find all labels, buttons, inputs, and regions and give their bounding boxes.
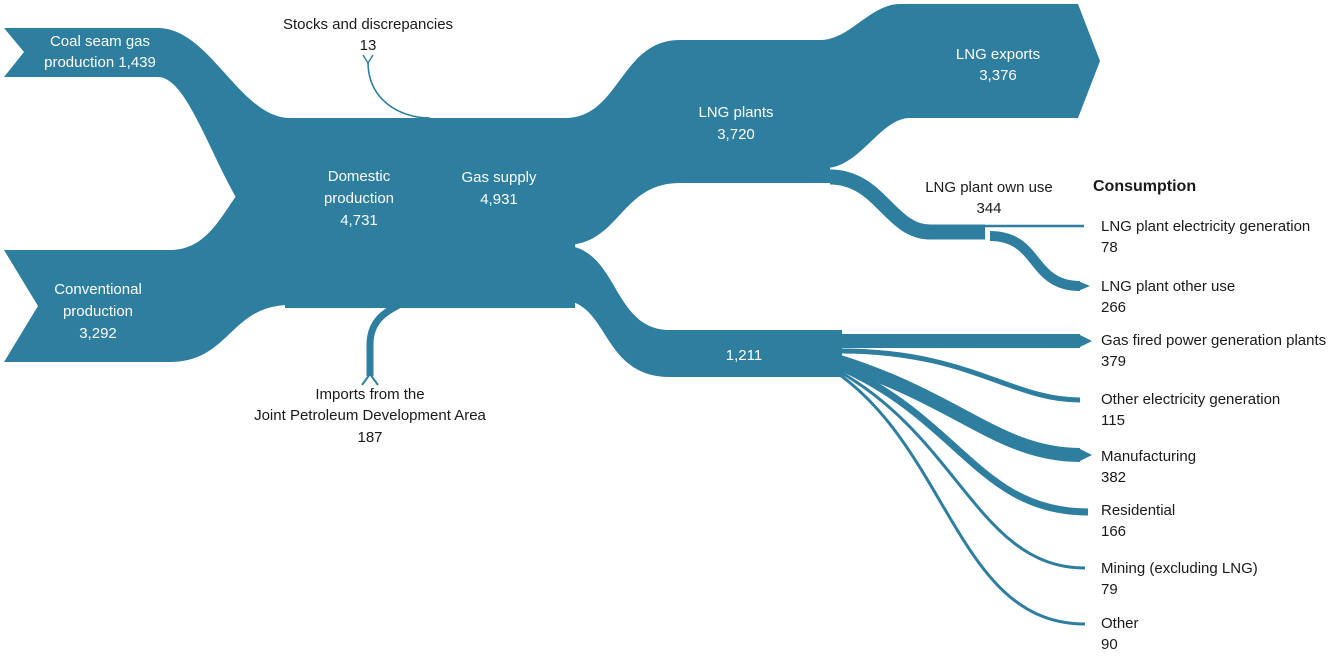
conventional-label-line1: Conventional xyxy=(54,281,142,298)
domestic-consumption-value: 1,211 xyxy=(726,347,762,364)
conventional-value: 3,292 xyxy=(79,325,117,342)
lng-own-use-value: 344 xyxy=(976,200,1001,217)
consumption-label-other: Other xyxy=(1101,615,1139,632)
consumption-heading: Consumption xyxy=(1093,178,1196,195)
lng-exports-value: 3,376 xyxy=(979,67,1017,84)
gas-supply-value: 4,931 xyxy=(480,191,518,208)
lng-other-use-flow xyxy=(989,231,1081,291)
gas-supply-trunk xyxy=(285,118,575,308)
lng-plants-value: 3,720 xyxy=(717,126,755,143)
consumption-label-gas-power: Gas fired power generation plants xyxy=(1101,332,1326,349)
consumption-label-residential: Residential xyxy=(1101,502,1175,519)
imports-flow-line xyxy=(366,282,442,376)
lng-own-use-band xyxy=(829,169,985,240)
imports-label-line2: Joint Petroleum Development Area xyxy=(254,407,486,424)
gas-supply-label: Gas supply xyxy=(461,169,537,186)
imports-value: 187 xyxy=(357,429,382,446)
lng-exports-band xyxy=(820,4,1100,168)
consumption-value-residential: 166 xyxy=(1101,523,1126,540)
stocks-label: Stocks and discrepancies xyxy=(283,16,453,33)
gas-power-arrow-icon xyxy=(1078,334,1092,348)
consumption-label-other-elec: Other electricity generation xyxy=(1101,391,1280,408)
consumption-value-lng-elec: 78 xyxy=(1101,239,1118,256)
lng-plants-label: LNG plants xyxy=(698,104,773,121)
coal-seam-gas-band xyxy=(4,28,290,245)
residential-flow xyxy=(838,363,1089,516)
other-elec-flow xyxy=(839,348,1081,403)
domestic-production-value: 4,731 xyxy=(340,212,378,229)
manufacturing-arrow-icon xyxy=(1078,448,1092,462)
flow-labels: Coal seam gas production 1,439 Conventio… xyxy=(44,33,1040,364)
minor-inflows xyxy=(361,54,442,386)
imports-arrow-icon xyxy=(361,372,379,386)
lng-exports-label: LNG exports xyxy=(956,46,1040,63)
consumption-value-mining: 79 xyxy=(1101,581,1118,598)
consumption-label-mining: Mining (excluding LNG) xyxy=(1101,560,1258,577)
domestic-consumption-band xyxy=(560,245,842,377)
lng-other-use-arrow-icon xyxy=(1078,281,1090,291)
consumption-value-lng-other: 266 xyxy=(1101,299,1126,316)
coal-seam-label-line2: production 1,439 xyxy=(44,54,156,71)
consumption-value-gas-power: 379 xyxy=(1101,353,1126,370)
lng-own-use-label: LNG plant own use xyxy=(925,179,1053,196)
consumption-value-other-elec: 115 xyxy=(1101,412,1125,429)
consumption-label-lng-other: LNG plant other use xyxy=(1101,278,1235,295)
mining-flow xyxy=(839,370,1086,570)
imports-label-line1: Imports from the xyxy=(315,386,424,403)
stocks-value: 13 xyxy=(360,37,377,54)
side-labels: Stocks and discrepancies 13 Imports from… xyxy=(254,16,1326,653)
manufacturing-flow xyxy=(837,355,1081,462)
coal-seam-label-line1: Coal seam gas xyxy=(50,33,150,50)
stocks-arrow-icon xyxy=(362,54,374,65)
other-flow xyxy=(839,373,1086,626)
conventional-production-band xyxy=(4,160,290,362)
stocks-flow-line xyxy=(367,61,431,119)
consumption-value-manufacturing: 382 xyxy=(1101,469,1126,486)
lng-plants-band xyxy=(565,40,830,245)
conventional-label-line2: production xyxy=(63,303,133,320)
domestic-production-line2: production xyxy=(324,190,394,207)
consumption-flows xyxy=(837,334,1092,626)
lng-own-use-flows xyxy=(829,169,1090,291)
flow-bands xyxy=(4,4,1100,377)
domestic-production-line1: Domestic xyxy=(328,168,391,185)
consumption-label-manufacturing: Manufacturing xyxy=(1101,448,1196,465)
consumption-label-lng-elec: LNG plant electricity generation xyxy=(1101,218,1310,235)
consumption-value-other: 90 xyxy=(1101,636,1118,653)
